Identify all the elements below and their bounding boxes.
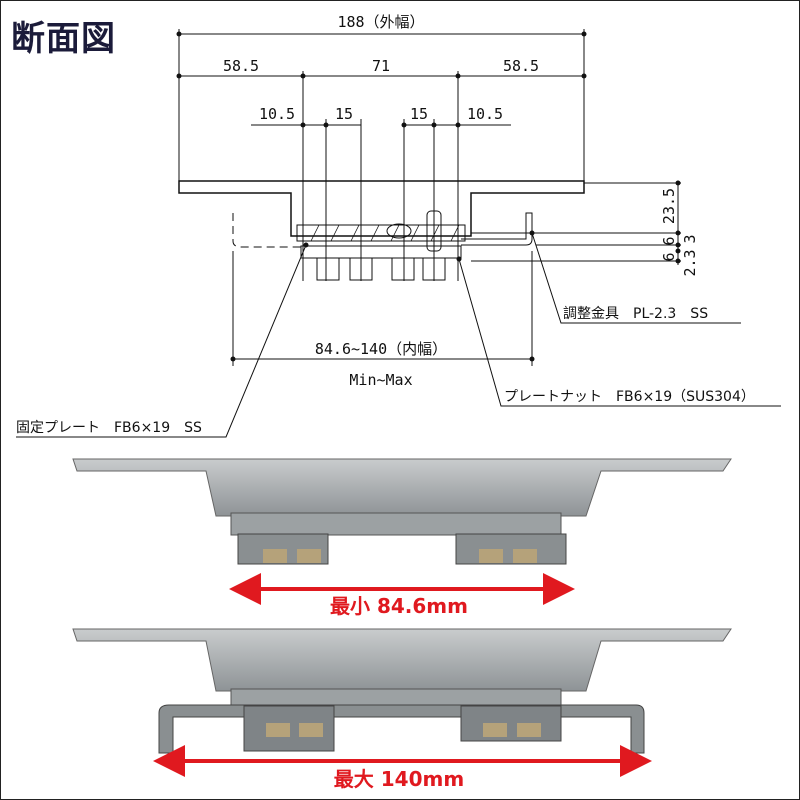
right-offset-label: 10.5 [467, 105, 503, 123]
inner-width-label: 84.6~140（内幅） [315, 340, 447, 358]
right-pitch-label: 15 [410, 105, 428, 123]
page-title: 断面図 [11, 19, 116, 59]
vertical-a-label: 6 [660, 236, 678, 245]
photo-max-assembly [72, 628, 732, 777]
right-span-label: 58.5 [503, 57, 539, 75]
min-width-label: 最小 84.6mm [330, 594, 468, 618]
center-span-label: 71 [372, 57, 390, 75]
left-span-label: 58.5 [223, 57, 259, 75]
left-offset-label: 10.5 [259, 105, 295, 123]
vertical-c-label: 3 [681, 234, 699, 243]
vertical-b-label: 6 [660, 252, 678, 261]
vertical-d-label: 2.3 [681, 249, 699, 276]
photo-min-assembly [72, 458, 732, 605]
range-note: Min~Max [349, 371, 412, 389]
outer-width-label: 188（外幅） [337, 13, 424, 31]
left-pitch-label: 15 [335, 105, 353, 123]
fixed-plate-callout: 固定プレート FB6×19 SS [16, 420, 202, 436]
vertical-top-label: 23.5 [660, 188, 678, 224]
adjuster-callout: 調整金具 PL-2.3 SS [563, 306, 708, 322]
max-width-label: 最大 140mm [334, 767, 464, 791]
plate-nut-callout: プレートナット FB6×19（SUS304） [504, 389, 755, 405]
